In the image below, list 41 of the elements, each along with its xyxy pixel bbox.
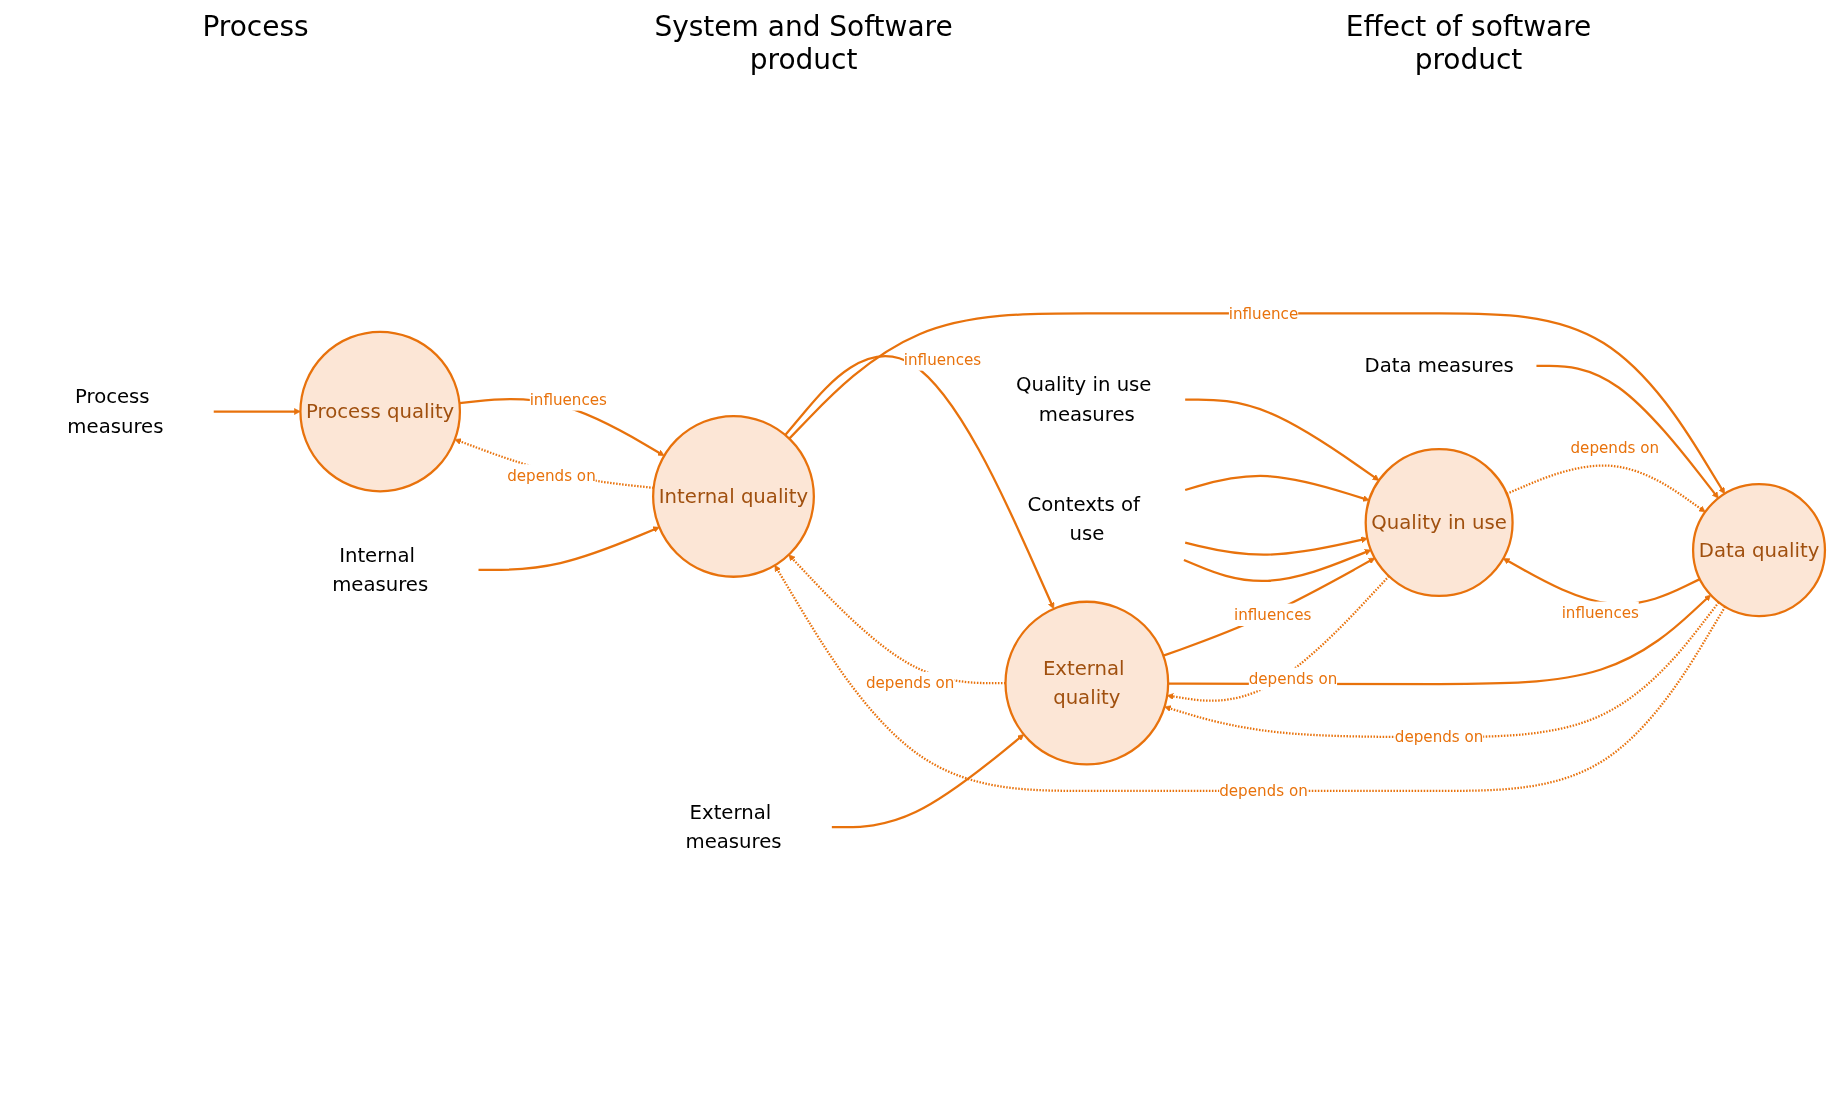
edge-label: depends on: [1248, 669, 1337, 689]
arrow: [1184, 536, 1368, 556]
column-heading: Process: [202, 10, 309, 45]
arrow: [1184, 474, 1369, 502]
arrow: [1163, 601, 1720, 739]
edge-label: depends on: [865, 674, 954, 693]
arrow: [783, 355, 1054, 610]
arrow: [454, 438, 654, 489]
node-circle: Internal quality: [651, 414, 815, 578]
node-text: Data measures: [1364, 354, 1514, 377]
edge-label: influence: [1228, 304, 1298, 323]
arrow: [831, 734, 1024, 829]
node-circle: Process quality: [298, 330, 461, 493]
edge-label: influences: [1233, 605, 1311, 624]
edge-label: influences: [1561, 603, 1639, 622]
arrow: [1535, 364, 1719, 499]
arrow: [478, 526, 660, 572]
node-text: Contexts of use: [1026, 492, 1140, 545]
node-circle: Data quality: [1691, 483, 1826, 618]
arrow: [1183, 549, 1371, 583]
arrow: [1162, 557, 1375, 657]
edge-label: influences: [529, 390, 607, 409]
node-circle: External quality: [1003, 600, 1169, 766]
edge-label: depends on: [1394, 727, 1483, 747]
arrow: [213, 408, 301, 415]
column-heading: Effect of software product: [1344, 10, 1593, 78]
node-text: Quality in use measures: [1015, 373, 1151, 426]
edge-label: depends on: [1570, 438, 1659, 457]
node-circle: Quality in use: [1364, 447, 1514, 598]
node-text: Internal measures: [331, 543, 428, 596]
arrow: [787, 554, 1005, 685]
edge-label: depends on: [1218, 781, 1308, 800]
arrow: [1166, 575, 1390, 702]
arrow: [774, 565, 1726, 792]
node-text: External measures: [684, 800, 782, 853]
arrow: [1184, 398, 1379, 481]
arrow: [787, 312, 1725, 495]
edge-label: influences: [903, 350, 981, 369]
column-heading: System and Software product: [653, 10, 954, 78]
edge-label: depends on: [506, 466, 596, 485]
node-text: Process measures: [66, 385, 163, 438]
